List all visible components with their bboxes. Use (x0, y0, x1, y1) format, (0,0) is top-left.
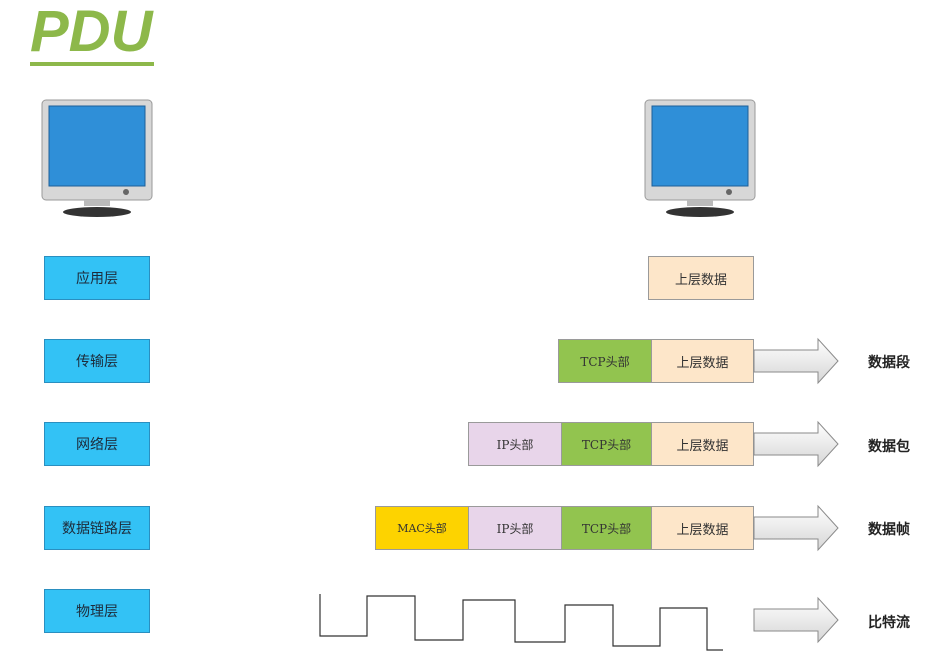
upper-data-segment: 上层数据 (648, 256, 754, 300)
upper-data-segment: 上层数据 (651, 339, 754, 383)
pdu-segment-label: 数据段 (868, 355, 910, 371)
bitstream-wave (319, 594, 723, 651)
pdu-bitstream-label: 比特流 (868, 615, 910, 631)
ip-header-segment: IP头部 (468, 422, 562, 466)
ip-header-segment: IP头部 (468, 506, 562, 550)
layer-network: 网络层 (44, 422, 150, 466)
tcp-header-segment: TCP头部 (561, 506, 652, 550)
arrow-right-icon (753, 504, 839, 552)
layer-datalink: 数据链路层 (44, 506, 150, 550)
layer-physical: 物理层 (44, 589, 150, 633)
page-title: PDU (30, 0, 155, 66)
tcp-header-segment: TCP头部 (561, 422, 652, 466)
computer-left-icon (41, 99, 153, 217)
mac-header-segment: MAC头部 (375, 506, 469, 550)
arrow-right-icon (753, 337, 839, 385)
computer-right-icon (644, 99, 756, 217)
upper-data-segment: 上层数据 (651, 506, 754, 550)
tcp-header-segment: TCP头部 (558, 339, 652, 383)
arrow-right-icon (753, 420, 839, 468)
pdu-packet-label: 数据包 (868, 439, 910, 455)
layer-application: 应用层 (44, 256, 150, 300)
arrow-right-icon (753, 596, 839, 644)
upper-data-segment: 上层数据 (651, 422, 754, 466)
pdu-frame-label: 数据帧 (868, 522, 910, 538)
layer-transport: 传输层 (44, 339, 150, 383)
